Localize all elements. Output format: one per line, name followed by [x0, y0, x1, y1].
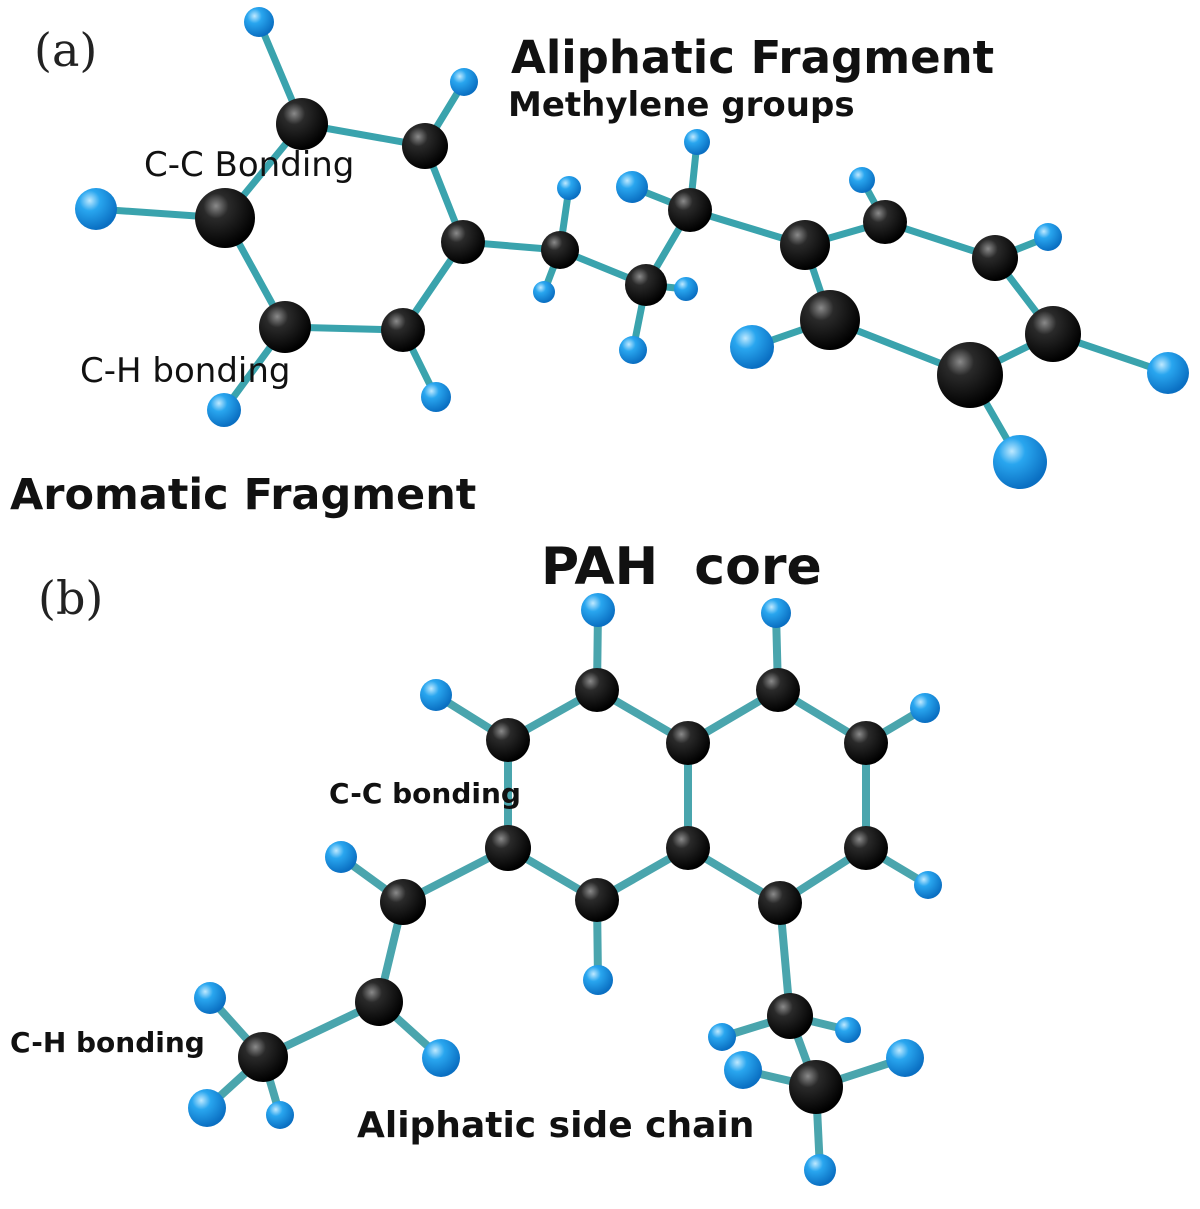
panel-b-label: (b): [38, 571, 103, 625]
panel-b-carbon-atoms: [238, 668, 888, 1114]
panel-b: (b) PAH core C-C bonding C-H bonding Ali…: [10, 537, 942, 1186]
pah-core-title: PAH core: [541, 537, 822, 597]
ch-bonding-label-b: C-H bonding: [10, 1026, 205, 1059]
aliphatic-fragment-title: Aliphatic Fragment: [511, 31, 994, 84]
aliphatic-side-chain-label: Aliphatic side chain: [357, 1105, 754, 1146]
cc-bonding-label-b: C-C bonding: [329, 777, 521, 810]
panel-a-carbon-atoms: [195, 98, 1081, 408]
panel-a-hydrogen-atoms: [75, 7, 1189, 489]
panel-a-label: (a): [34, 23, 97, 77]
panel-a: (a) Aliphatic Fragment Methylene groups …: [10, 7, 1189, 520]
cc-bonding-label-a: C-C Bonding: [144, 145, 354, 185]
ch-bonding-label-a: C-H bonding: [80, 351, 290, 391]
methylene-groups-label: Methylene groups: [508, 85, 855, 125]
aromatic-fragment-label: Aromatic Fragment: [10, 470, 476, 520]
panel-b-hydrogen-atoms: [188, 593, 942, 1186]
